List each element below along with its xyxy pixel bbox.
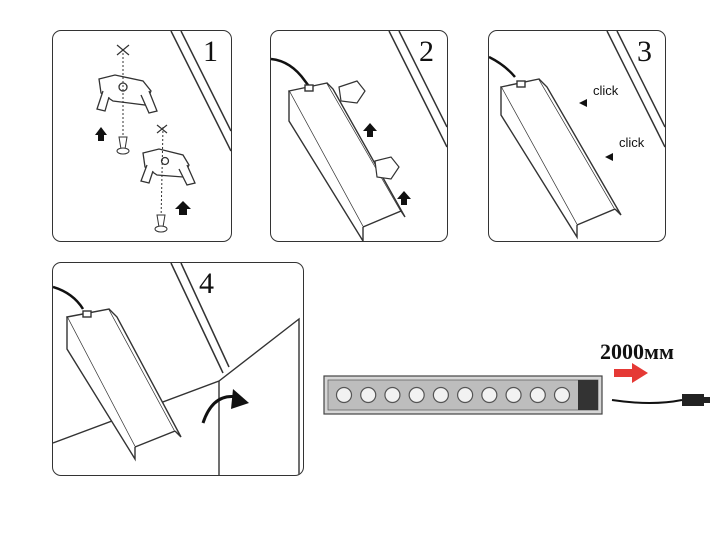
led-row bbox=[335, 386, 571, 404]
step-1-panel: 1 bbox=[52, 30, 232, 242]
step-3-illustration bbox=[489, 31, 665, 240]
led-dot bbox=[481, 386, 498, 404]
mounting-clip-lower bbox=[140, 148, 196, 186]
step-4-illustration bbox=[53, 263, 300, 475]
led-dot bbox=[360, 386, 377, 404]
screw-icon bbox=[116, 136, 130, 155]
arrow-up-icon bbox=[175, 201, 191, 215]
power-cable bbox=[271, 57, 312, 90]
led-profile-product bbox=[323, 363, 710, 415]
led-dot bbox=[335, 386, 353, 404]
arrow-left-icon bbox=[579, 99, 587, 107]
led-dot bbox=[457, 386, 474, 404]
led-dot bbox=[408, 386, 425, 404]
screw-icon bbox=[154, 214, 168, 233]
mounting-clip bbox=[338, 80, 400, 180]
arrow-up-icon bbox=[95, 127, 107, 141]
led-dot bbox=[505, 386, 522, 404]
click-label: click bbox=[593, 83, 619, 98]
led-dot bbox=[384, 386, 401, 404]
step-number: 3 bbox=[637, 35, 652, 68]
length-arrow-icon bbox=[614, 363, 648, 383]
arrow-up-icon bbox=[397, 191, 411, 205]
power-cable bbox=[489, 55, 516, 78]
click-label: click bbox=[619, 135, 645, 150]
arrow-left-icon bbox=[605, 153, 613, 161]
light-profile-housing bbox=[287, 82, 406, 241]
led-dot bbox=[432, 386, 449, 404]
step-2-illustration bbox=[271, 31, 447, 241]
step-number: 1 bbox=[203, 35, 218, 68]
cable-length-label: 2000мм bbox=[600, 339, 674, 364]
power-cable bbox=[611, 399, 683, 404]
arrow-up-icon bbox=[363, 123, 377, 137]
led-dot bbox=[529, 386, 546, 404]
mounting-clip-upper bbox=[96, 74, 158, 114]
light-profile-housing bbox=[499, 78, 622, 240]
step-number: 4 bbox=[199, 267, 214, 300]
step-4-panel: 4 bbox=[52, 262, 304, 476]
step-number: 2 bbox=[419, 35, 434, 68]
led-dot bbox=[553, 386, 571, 404]
step-3-panel: 3 click click bbox=[488, 30, 666, 242]
light-profile-housing bbox=[65, 308, 182, 462]
end-cap bbox=[578, 380, 598, 410]
step-2-panel: 2 bbox=[270, 30, 448, 242]
rotate-arrow-icon bbox=[201, 389, 249, 424]
cable-connector bbox=[682, 394, 704, 406]
step-1-illustration bbox=[95, 31, 231, 233]
power-cable bbox=[53, 285, 85, 310]
